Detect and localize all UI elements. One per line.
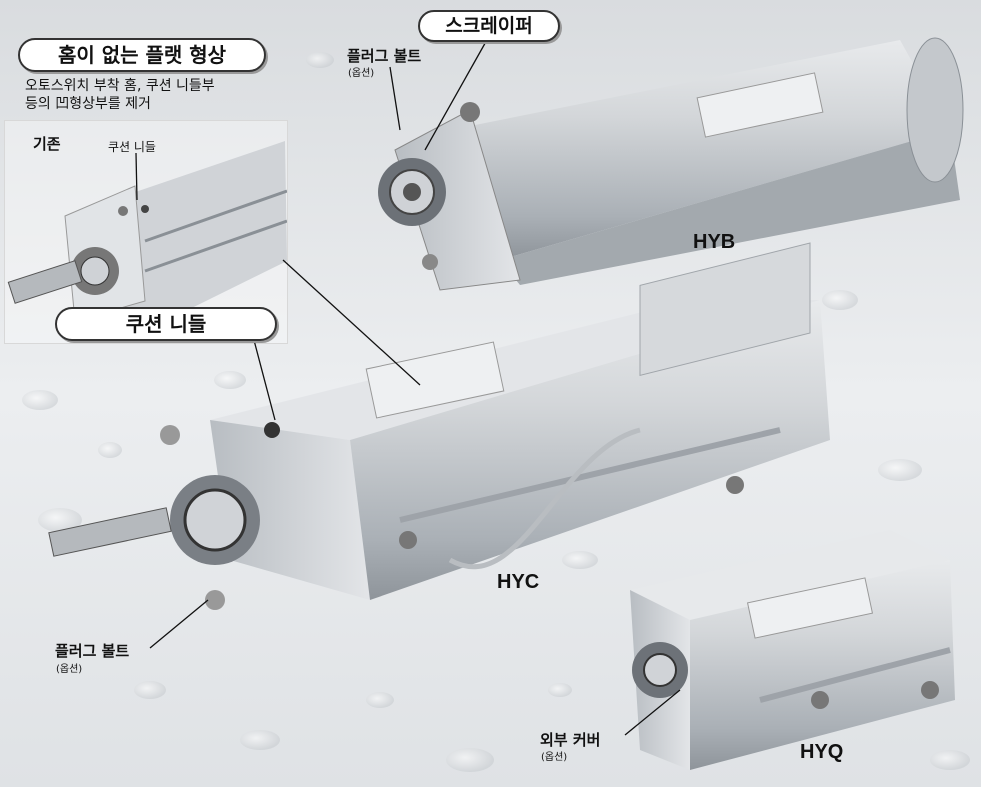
existing-design-inset: 기존 쿠션 니들 bbox=[4, 120, 288, 344]
model-hyq-label: HYQ bbox=[800, 741, 844, 763]
no-groove-flat-title: 홈이 없는 플랫 형상 bbox=[18, 38, 266, 72]
scraper-title: 스크레이퍼 bbox=[418, 10, 560, 42]
outer-cover-option: (옵션) bbox=[541, 752, 568, 763]
model-hyc-label: HYC bbox=[497, 571, 540, 593]
hyb-cylinder bbox=[378, 37, 964, 291]
outer-cover-label: 외부 커버 bbox=[540, 731, 601, 749]
model-hyb-label: HYB bbox=[693, 231, 736, 253]
plug-bolt-bottom-label: 플러그 볼트 bbox=[55, 642, 130, 660]
plug-bolt-top-label: 플러그 볼트 bbox=[347, 47, 422, 65]
hyc-cylinder bbox=[48, 242, 830, 610]
hyq-cylinder bbox=[630, 530, 955, 770]
plug-bolt-top-option: (옵션) bbox=[348, 68, 375, 79]
existing-label: 기존 bbox=[33, 135, 61, 153]
cushion-needle-small-label: 쿠션 니들 bbox=[108, 140, 156, 154]
existing-cylinder-photo bbox=[7, 141, 287, 341]
plug-bolt-bottom-option: (옵션) bbox=[56, 664, 83, 675]
cushion-needle-title: 쿠션 니들 bbox=[55, 307, 277, 341]
no-groove-note-line2: 등의 凹형상부를 제거 bbox=[25, 96, 151, 112]
water-droplets bbox=[22, 52, 970, 772]
no-groove-note-line1: 오토스위치 부착 홈, 쿠션 니들부 bbox=[25, 78, 215, 94]
